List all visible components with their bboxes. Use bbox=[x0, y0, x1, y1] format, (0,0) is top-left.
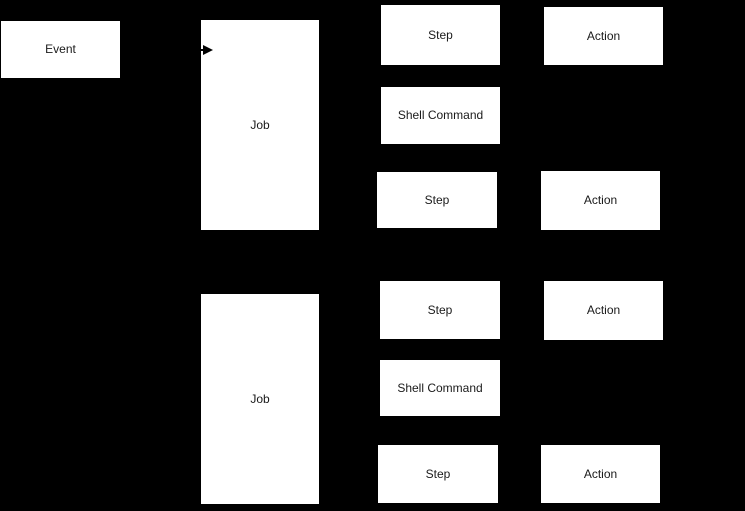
node-job-2[interactable]: Job bbox=[201, 294, 319, 504]
node-label: Shell Command bbox=[397, 108, 484, 123]
node-job-1[interactable]: Job bbox=[201, 20, 319, 230]
node-label: Step bbox=[427, 302, 453, 317]
node-action-1[interactable]: Action bbox=[544, 7, 663, 65]
node-shell-command-1[interactable]: Shell Command bbox=[381, 87, 500, 144]
node-step-2[interactable]: Step bbox=[377, 172, 497, 228]
node-label: Job bbox=[250, 391, 270, 406]
node-label: Step bbox=[424, 192, 450, 207]
node-action-4[interactable]: Action bbox=[541, 445, 660, 503]
node-label: Action bbox=[583, 466, 618, 481]
node-label: Action bbox=[586, 28, 621, 43]
node-step-3[interactable]: Step bbox=[380, 281, 500, 339]
node-label: Step bbox=[428, 27, 453, 42]
node-action-2[interactable]: Action bbox=[541, 171, 660, 230]
node-label: Event bbox=[45, 42, 76, 57]
node-label: Step bbox=[425, 466, 451, 481]
node-event[interactable]: Event bbox=[1, 21, 120, 78]
node-label: Job bbox=[250, 117, 270, 132]
node-label: Action bbox=[583, 193, 618, 208]
node-label: Action bbox=[586, 303, 621, 318]
node-step-1[interactable]: Step bbox=[381, 5, 500, 65]
node-step-4[interactable]: Step bbox=[378, 445, 498, 503]
node-action-3[interactable]: Action bbox=[544, 281, 663, 340]
node-label: Shell Command bbox=[397, 380, 483, 395]
node-shell-command-2[interactable]: Shell Command bbox=[380, 360, 500, 416]
